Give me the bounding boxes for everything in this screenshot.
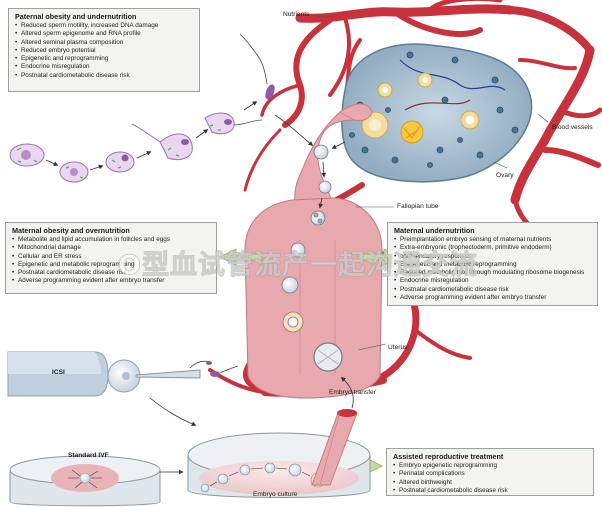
art-item: Altered birthweight	[393, 479, 588, 488]
four-cell-embryo	[310, 210, 326, 226]
label-embryo-culture: Embryo culture	[253, 491, 298, 498]
descent-arrows	[318, 141, 346, 209]
label-nutrients: Nutrients	[283, 11, 310, 18]
maternal-obesity-item: Cellular and ER stress	[12, 253, 211, 262]
spermatid	[105, 151, 135, 173]
embryo-descent	[281, 144, 343, 372]
paternal-item: Altered seminal plasma composition	[15, 39, 194, 48]
label-ovary: Ovary	[496, 172, 514, 179]
follicle	[460, 110, 480, 130]
paternal-item: Epigenetic and reprogramming	[15, 55, 194, 64]
art-item: Postnatal cardiometabolic disease risk	[393, 487, 588, 496]
label-fallopian-tube: Fallopian tube	[397, 203, 439, 210]
spermatogenesis	[9, 33, 275, 183]
transfer-arrow	[340, 376, 354, 409]
paternal-item: Reduced sperm motility, increased DNA da…	[15, 22, 194, 31]
art-item: Embryo epigenetic reprogramming	[393, 462, 588, 471]
maternal-undernutrition-item: Endocrine misregulation	[394, 277, 592, 286]
maternal-undernutrition-item: Epigenetic and metabolic reprogramming	[394, 261, 592, 270]
art-title: Assisted reproductive treatment	[393, 452, 504, 461]
art-item: Perinatal complications	[393, 470, 588, 479]
maternal-obesity-item: Adverse programming evident after embryo…	[12, 277, 211, 286]
paternal-item: Reduced embryo potential	[15, 47, 194, 56]
maternal-undernutrition-item: compensatory responses	[394, 253, 592, 262]
leader-lines	[315, 15, 549, 351]
label-embryo-transfer: Embryo transfer	[329, 389, 376, 396]
label-standard-ivf: Standard IVF	[68, 452, 109, 459]
blastocyst-early	[281, 276, 299, 294]
maternal-undernutrition-item: Adverse programming evident after embryo…	[394, 294, 592, 303]
label-blood-vessels: Blood vessels	[552, 124, 593, 131]
ovary	[341, 43, 533, 183]
icsi-to-culture-arrow	[149, 397, 197, 427]
elongating-spermatid	[131, 123, 193, 160]
maternal-undernutrition-item: Postnatal cardiometabolic disease risk	[394, 286, 592, 295]
label-uterus: Uterus	[388, 344, 408, 351]
standard-ivf-dish	[9, 455, 161, 507]
maternal-undernutrition-item: Preimplantation embryo sensing of matern…	[394, 236, 592, 245]
maternal-undernutrition-item: Reduced metabolic rate through modulatin…	[394, 269, 592, 278]
paternal-item: Altered sperm epigenome and RNA profile	[15, 30, 194, 39]
follicle	[417, 72, 433, 88]
zygote	[313, 144, 329, 160]
watermark-text: O型血试管流产一起沟通交流	[118, 250, 478, 282]
corpus-luteum	[400, 120, 424, 144]
maturing-sperm	[204, 112, 263, 135]
sperm-to-tube-arrow	[274, 114, 314, 147]
maturation-arrows	[45, 101, 258, 171]
spermatocyte	[59, 161, 89, 183]
icsi-setup	[7, 351, 239, 397]
paternal-item: Endocrine misregulation	[15, 63, 194, 72]
paternal-title: Paternal obesity and undernutrition	[15, 12, 137, 21]
mature-sperm	[239, 33, 275, 100]
follicle	[361, 111, 389, 139]
follicle	[377, 82, 393, 98]
maternal-obesity-item: Metabolite and lipid accumulation in fol…	[12, 236, 211, 245]
maternal-undernutrition-box: Maternal undernutrition Preimplantation …	[387, 222, 598, 306]
maternal-obesity-item: Postnatal cardiometabolic disease risk	[12, 269, 211, 278]
two-cell-embryo	[318, 180, 332, 194]
spermatogonium	[9, 143, 45, 167]
morula	[290, 242, 306, 258]
icsi-needle	[135, 369, 201, 379]
paternal-item: Postnatal cardiometabolic disease risk	[15, 72, 194, 81]
maternal-obesity-title: Maternal obesity and overnutrition	[12, 226, 130, 235]
label-icsi: ICSI	[52, 369, 65, 376]
maternal-obesity-box: Maternal obesity and overnutrition Metab…	[5, 222, 217, 294]
maternal-undernutrition-title: Maternal undernutrition	[394, 226, 475, 235]
maternal-obesity-item: Epigenetic and metabolic reprogramming	[12, 261, 211, 270]
maternal-obesity-item: Mitochondrial damage	[12, 244, 211, 253]
maternal-undernutrition-item: Extra-embryonic (trophectoderm, primitiv…	[394, 244, 592, 253]
uterus	[244, 197, 383, 399]
paternal-box: Paternal obesity and undernutrition Redu…	[8, 8, 200, 92]
art-box: Assisted reproductive treatment Embryo e…	[386, 448, 594, 496]
embryo-transfer-catheter	[311, 409, 358, 486]
